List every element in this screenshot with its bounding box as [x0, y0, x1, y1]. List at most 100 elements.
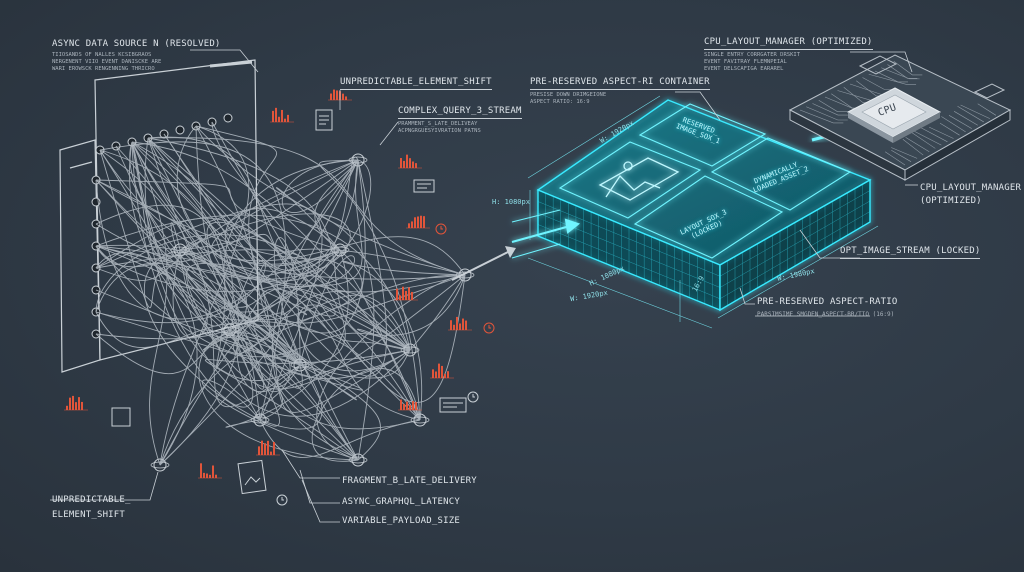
- clock-icons: [435, 223, 495, 334]
- network-curve: [95, 203, 323, 421]
- latency-bars-icon: [398, 399, 422, 411]
- latency-bars-icon: [270, 107, 294, 123]
- async-graphql-label: ASYNC_GRAPHQL_LATENCY: [342, 497, 460, 507]
- network-curve: [179, 233, 421, 421]
- network-curve: [95, 333, 359, 461]
- network-curve: [195, 125, 375, 461]
- network-curve: [95, 249, 309, 331]
- network-curve: [206, 221, 411, 366]
- network-curves: [95, 121, 466, 466]
- network-curve: [147, 137, 359, 275]
- network-curve: [195, 125, 466, 327]
- latency-bar-icons: [64, 89, 472, 479]
- dim-height-left: H: 1080px: [492, 198, 530, 206]
- network-curve: [147, 137, 301, 366]
- network-curve: [143, 249, 261, 421]
- network-curve: [316, 274, 466, 461]
- network-curve: [131, 141, 341, 271]
- network-curve: [131, 141, 411, 351]
- network-curve: [159, 285, 421, 466]
- network-curve: [99, 141, 287, 421]
- network-curve: [95, 179, 411, 351]
- unpredictable-shift-top-label: UNPREDICTABLE_ELEMENT_SHIFT: [340, 77, 492, 90]
- network-curve: [179, 249, 355, 366]
- network-curve: [147, 137, 411, 351]
- network-curve: [99, 149, 421, 430]
- opt-image-stream-label: OPT_IMAGE_STREAM (LOCKED): [840, 246, 981, 259]
- network-hub: [400, 343, 420, 357]
- network-curve: [95, 159, 359, 320]
- network-curve: [95, 217, 411, 351]
- pre-reserved-ratio-subtitle: PARSIMSIME SMGDEN_ASPECT-BR/TIO (16:9): [757, 311, 895, 318]
- network-nodes: [91, 113, 475, 472]
- cell-layout: [633, 175, 784, 259]
- flow-arrow-head: [505, 246, 516, 258]
- network-curve: [201, 379, 359, 461]
- network-curve: [211, 121, 346, 366]
- network-curve: [147, 137, 336, 317]
- cpu-chip: [846, 87, 942, 143]
- complex-query-label: COMPLEX_QUERY_3_STREAM: [398, 106, 522, 119]
- network-curve: [357, 274, 466, 351]
- network-curve: [131, 141, 466, 417]
- unpredictable-shift-bottom-line1: UNPREDICTABLE_: [52, 495, 131, 505]
- pre-reserved-ratio-label: PRE-RESERVED ASPECT-RATIO: [757, 297, 898, 307]
- cpu-manager-subtitle: SINGLE ENTRY CORRGATER DRSKIT EVENT FAVI…: [704, 52, 801, 72]
- network-curve: [297, 304, 421, 421]
- latency-bars-icon: [406, 215, 430, 229]
- source-node: [223, 113, 233, 123]
- fragment-late-label: FRAGMENT_B_LATE_DELIVERY: [342, 476, 477, 486]
- network-curve: [195, 125, 301, 366]
- cell-reserved: [638, 103, 767, 167]
- network-curve: [179, 249, 301, 388]
- pre-reserved-container-label: PRE-RESERVED ASPECT-RI CONTAINER: [530, 77, 710, 90]
- network-curve: [211, 121, 466, 403]
- latency-bars-icon: [198, 463, 222, 479]
- network-curve: [99, 149, 301, 408]
- cell-dynamic: [710, 137, 852, 211]
- cpu-manager-title: CPU_LAYOUT_MANAGER (OPTIMIZED): [704, 37, 873, 50]
- network-curve: [95, 204, 231, 368]
- cpu-manager-side-line2: (OPTIMIZED): [920, 196, 982, 206]
- latency-bars-icon: [256, 440, 280, 456]
- latency-bars-icon: [394, 286, 418, 301]
- network-curve: [230, 310, 301, 427]
- network-curve: [131, 141, 359, 461]
- network-curve: [211, 159, 411, 351]
- network-curve: [201, 329, 301, 366]
- cell-image: [558, 141, 702, 219]
- pre-reserved-container-subtitle: PRESISE DOWN DRIMGEIONE ASPECT RATIO: 16…: [530, 92, 607, 105]
- inflow-arrows: [511, 209, 581, 259]
- async-source-title: ASYNC DATA SOURCE N (RESOLVED): [52, 39, 221, 49]
- network-curve: [187, 276, 359, 461]
- network-curve: [95, 179, 341, 251]
- clock-icons-white: [276, 391, 479, 506]
- network-curve: [271, 159, 359, 461]
- latency-bars-icon: [430, 363, 454, 379]
- network-curve: [225, 249, 349, 428]
- network-curve: [204, 349, 411, 461]
- network-curve: [147, 137, 466, 276]
- network-curve: [144, 137, 301, 381]
- network-curve: [147, 136, 466, 293]
- network-curve: [99, 149, 231, 331]
- network-curve: [95, 311, 363, 391]
- network-curve: [176, 125, 341, 265]
- network-curve: [281, 159, 359, 213]
- network-curve: [95, 289, 411, 379]
- network-curve: [229, 329, 411, 393]
- latency-bars-icon: [398, 154, 422, 169]
- flow-arrow: [451, 249, 513, 281]
- network-curve: [95, 159, 363, 287]
- network-curve: [95, 238, 202, 268]
- leader-lines: [50, 49, 399, 523]
- network-curve: [95, 234, 421, 421]
- box-grid: [537, 184, 871, 307]
- unpredictable-shift-bottom-line2: ELEMENT_SHIFT: [52, 510, 126, 520]
- network-curve: [147, 137, 411, 351]
- network-curve: [115, 145, 265, 390]
- network-curve: [275, 187, 466, 276]
